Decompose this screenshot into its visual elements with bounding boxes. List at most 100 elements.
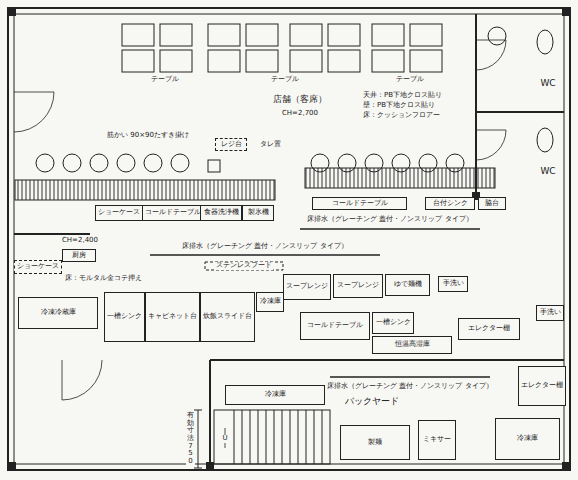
equipment-name: キャビネット台	[148, 313, 197, 321]
equipment-name: エレクター棚	[468, 325, 510, 333]
equipment-name: 厨房	[72, 252, 86, 260]
plan-label: テーブル	[395, 76, 425, 84]
column	[8, 8, 16, 16]
plan-label: 床排水（グレーチング 蓋付・ノンスリップ タイプ）	[306, 216, 473, 224]
stool	[392, 154, 410, 172]
equipment-name: 食器洗浄機	[204, 209, 239, 217]
plan-label: CH=2,400	[61, 237, 99, 245]
stair-tread	[314, 410, 315, 464]
column	[206, 462, 214, 470]
column	[8, 462, 16, 470]
stool	[446, 154, 464, 172]
equipment-box: 冷凍庫	[495, 418, 560, 460]
equipment-name: エレクター棚	[521, 382, 563, 390]
equipment-box: 炊飯スライド台	[200, 292, 255, 342]
stool	[171, 154, 189, 172]
plan-label: タレ置	[259, 141, 282, 149]
equipment-box: コールドテーブル	[142, 205, 204, 221]
equipment-box: ショーケース	[95, 205, 143, 221]
stool	[90, 154, 108, 172]
table-top	[290, 24, 322, 46]
equipment-box: ショーケース	[14, 260, 62, 274]
stair-tread	[234, 410, 235, 464]
equipment-box: 冷凍庫	[225, 385, 325, 405]
equipment-box: 手洗い	[536, 305, 564, 321]
equipment-box: レジ台	[215, 138, 247, 151]
equipment-box: 冷凍庫	[256, 292, 284, 312]
stool	[365, 154, 383, 172]
plan-label: 有効寸法750	[186, 412, 195, 466]
column	[562, 462, 570, 470]
equipment-box: コールドテーブル	[300, 312, 370, 340]
equipment-name: 台付シンク	[433, 200, 468, 208]
stair-tread	[258, 410, 259, 464]
equipment-box: コールドテーブル	[312, 197, 407, 210]
kitchen-wall	[14, 233, 90, 235]
equipment-name: 製氷機	[248, 209, 269, 217]
equipment-name: 一槽シンク	[107, 313, 142, 321]
plan-label: 床：クッションフロアー	[362, 112, 441, 120]
equipment-box: スープレンジ	[333, 274, 383, 298]
stair-tread	[250, 410, 251, 464]
stool	[338, 154, 356, 172]
equipment-name: 一槽シンク	[376, 319, 411, 327]
equipment-name: 恒温高湿庫	[395, 341, 430, 349]
door-swing	[62, 360, 102, 400]
equipment-name: ショーケース	[17, 263, 59, 271]
equipment-name: コールドテーブル	[332, 200, 388, 208]
equipment-name: 手洗い	[443, 280, 464, 288]
table-top	[328, 24, 360, 46]
stair-tread	[242, 410, 243, 464]
plan-label: 筋かい 90×90たすき掛け	[106, 132, 190, 140]
equipment-box: ゆで麺機	[385, 274, 430, 296]
table-top	[208, 50, 240, 72]
equipment-box: スープレンジ	[283, 274, 331, 300]
column	[562, 8, 570, 16]
inner-wall	[14, 14, 564, 464]
equipment-box: 食器洗浄機	[200, 205, 242, 221]
counter	[305, 168, 495, 188]
plan-label: 店舗（客席）	[272, 95, 328, 105]
stool	[63, 154, 81, 172]
plan-label: CH=2,700	[281, 110, 319, 118]
stair-tread	[282, 410, 283, 464]
equipment-name: 冷凍庫	[517, 435, 538, 443]
equipment-name: コールドテーブル	[145, 209, 201, 217]
plan-label: 壁：PB下地クロス貼り	[362, 102, 436, 110]
stair-tread	[298, 410, 299, 464]
equipment-name: コールドテーブル	[307, 322, 363, 330]
equipment-box: 一槽シンク	[372, 312, 414, 334]
equipment-box: ミキサー	[418, 420, 456, 460]
equipment-box: エレクター棚	[458, 318, 520, 340]
table-top	[160, 24, 192, 46]
plan-label: テーブル	[270, 76, 300, 84]
equipment-box: 恒温高湿庫	[372, 336, 452, 354]
table-top	[246, 24, 278, 46]
table-top	[290, 50, 322, 72]
equipment-name: 炊飯スライド台	[203, 313, 252, 321]
stair-tread	[306, 410, 307, 464]
dimension-line	[198, 410, 199, 468]
stair-tread	[322, 410, 323, 464]
basin	[488, 27, 506, 45]
plan-label: U	[221, 435, 228, 443]
equipment-name: 冷凍庫	[260, 298, 281, 306]
equipment-box: 手洗い	[438, 276, 468, 292]
table-top	[372, 50, 404, 72]
equipment-name: スープレンジ	[337, 282, 379, 290]
table-top	[410, 50, 442, 72]
floor-drain	[150, 254, 380, 256]
equipment-box: 厨房	[62, 249, 96, 262]
wc-wall	[476, 111, 564, 113]
door-swing	[14, 92, 54, 132]
equipment-name: 製麺	[368, 439, 382, 447]
plan-label: 床排水（グレーチング 蓋付・ノンスリップ タイプ）	[181, 243, 348, 251]
table-top	[160, 50, 192, 72]
equipment-box: 台付シンク	[425, 197, 475, 210]
plan-label: WC	[539, 79, 556, 89]
toilet	[537, 30, 553, 54]
equipment-name: レジ台	[221, 141, 242, 149]
stair-tread	[274, 410, 275, 464]
equipment-box: エレクター棚	[518, 366, 566, 406]
door-swing	[476, 40, 506, 70]
